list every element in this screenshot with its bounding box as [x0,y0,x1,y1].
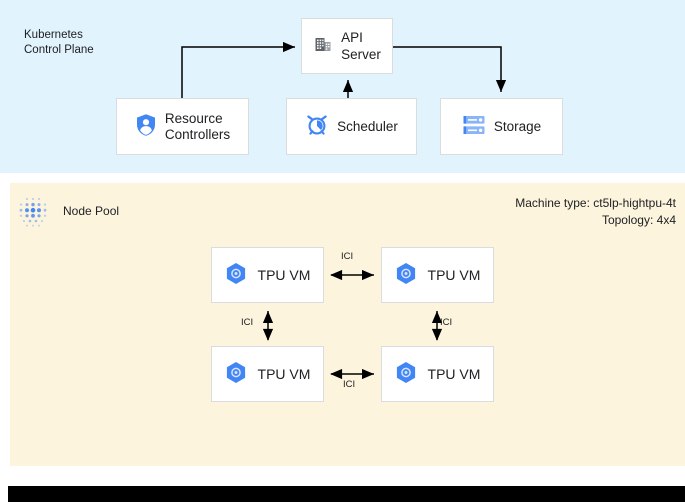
scheduler-label: Scheduler [337,118,398,134]
node-pool-section [10,183,685,466]
api-server-node[interactable]: API Server [301,18,393,74]
tpu-vm-label: TPU VM [427,267,481,283]
tpu-vm-label: TPU VM [257,366,311,382]
tpu-hexagon-icon [225,361,247,388]
node-pool-dots-icon [16,195,50,229]
office-building-icon [313,34,333,58]
storage-node[interactable]: Storage [440,98,563,155]
topology-text: Topology: 4x4 [601,213,676,227]
storage-label: Storage [493,118,542,134]
tpu-vm-label: TPU VM [427,366,481,382]
scheduler-node[interactable]: Scheduler [286,98,417,155]
tpu-vm-node[interactable]: TPU VM [381,346,494,402]
tpu-hexagon-icon [395,262,417,289]
tpu-vm-label: TPU VM [257,267,311,283]
tpu-hexagon-icon [395,361,417,388]
bottom-black-bar [8,486,685,502]
control-plane-heading: Kubernetes Control Plane [24,29,94,56]
tpu-vm-node[interactable]: TPU VM [381,247,494,303]
resource-controllers-label: Resource Controllers [164,110,231,142]
api-server-label: API Server [341,30,381,62]
machine-type-text: Machine type: ct5lp-hightpu-4t [515,196,676,210]
tpu-vm-node[interactable]: TPU VM [211,247,324,303]
ici-link-label: ICI [440,317,453,328]
tpu-hexagon-icon [225,262,247,289]
database-storage-icon [462,114,486,140]
ici-link-label: ICI [241,317,254,328]
tpu-vm-node[interactable]: TPU VM [211,346,324,402]
node-pool-heading: Node Pool [63,204,120,218]
machine-info-block: Machine type: ct5lp-hightpu-4t Topology:… [515,195,676,229]
ici-link-label: ICI [341,251,354,262]
ici-link-label: ICI [343,379,356,390]
resource-controllers-node[interactable]: Resource Controllers [116,98,249,155]
alarm-clock-icon [305,113,329,141]
shield-person-icon [135,113,157,141]
